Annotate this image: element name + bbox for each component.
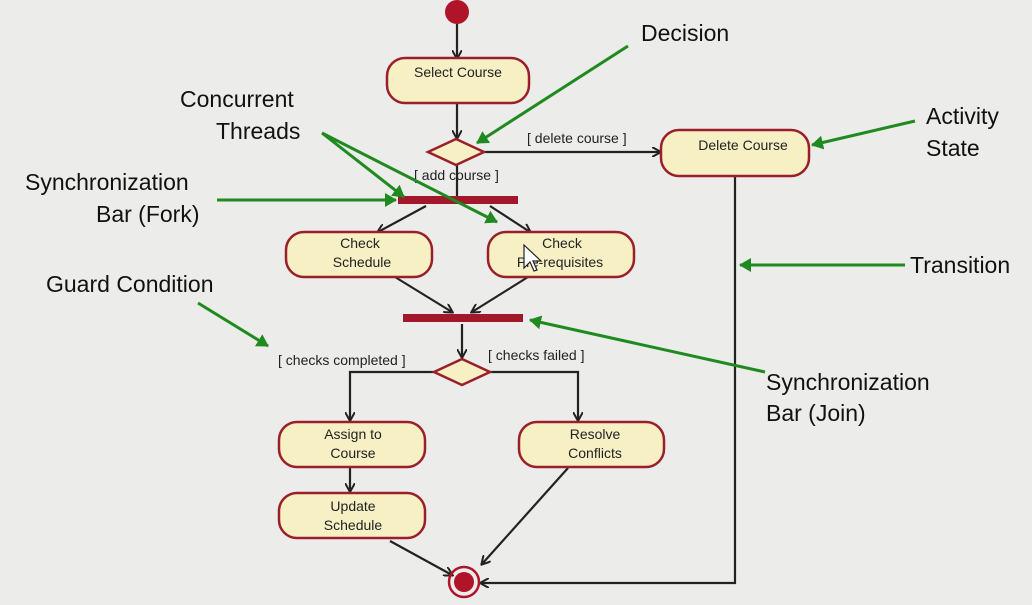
state-label-line: Update [330, 498, 375, 514]
callout-decision: Decision [641, 20, 729, 46]
callout-sync-join-line1: Synchronization [766, 369, 930, 395]
decision-diamond-checks [431, 357, 493, 387]
state-delete-course: Delete Course [659, 128, 811, 178]
mouse-cursor-icon [523, 243, 543, 272]
state-assign-to-course: Assign to Course [277, 420, 427, 469]
transition-update-to-end [389, 540, 452, 575]
transition-check-prereq-to-join [472, 276, 529, 312]
transition-check-schedule-to-join [394, 276, 452, 312]
callout-arrow-activity-state [811, 119, 916, 150]
state-label-line: Assign to [324, 426, 382, 442]
callout-arrow-join [529, 315, 766, 374]
initial-node [445, 0, 469, 24]
callout-arrow-concurrent-2 [321, 131, 498, 224]
callout-activity-state-line2: State [926, 135, 980, 161]
guard-checks-completed: [ checks completed ] [278, 352, 406, 368]
transition-resolve-to-end [482, 467, 569, 564]
state-label-line: Check [542, 235, 583, 251]
state-select-course: Select Course [385, 56, 531, 105]
state-label-line: Schedule [333, 254, 392, 270]
transition-fork-to-check-prereq [489, 205, 530, 232]
callout-sync-fork-line2: Bar (Fork) [96, 201, 200, 227]
guard-delete-course: [ delete course ] [527, 130, 627, 146]
state-update-schedule: Update Schedule [277, 491, 427, 540]
callout-arrows [197, 44, 916, 374]
callout-transition: Transition [910, 252, 1010, 278]
transition-fork-to-check-schedule [378, 205, 427, 232]
guard-add-course: [ add course ] [414, 167, 499, 183]
transitions [350, 24, 737, 583]
state-check-schedule: Check Schedule [284, 230, 434, 279]
callout-activity-state-line1: Activity [926, 103, 999, 129]
callout-guard-condition: Guard Condition [46, 271, 214, 297]
callout-arrow-concurrent-1 [321, 131, 405, 199]
state-label-line: Select Course [414, 64, 502, 80]
transition-decision-to-assign [350, 370, 434, 420]
state-label-line: Resolve [570, 426, 621, 442]
callout-concurrent-threads-line2: Threads [216, 118, 300, 144]
callout-concurrent-threads-line1: Concurrent [180, 86, 294, 112]
state-label-line: Delete Course [698, 137, 788, 153]
state-check-prerequisites: Check Pre-requisites [486, 230, 636, 279]
transition-decision-to-resolve [490, 370, 578, 420]
callout-arrow-guard [197, 301, 269, 348]
state-label-line: Conflicts [568, 445, 622, 461]
callout-sync-fork-line1: Synchronization [25, 169, 189, 195]
final-node [447, 565, 481, 599]
guard-checks-failed: [ checks failed ] [488, 347, 585, 363]
state-resolve-conflicts: Resolve Conflicts [517, 420, 666, 469]
sync-bar-join [403, 314, 523, 322]
transition-delete-to-end [481, 176, 737, 583]
state-label-line: Check [340, 235, 381, 251]
callout-sync-join-line2: Bar (Join) [766, 400, 866, 426]
sync-bar-fork [398, 196, 518, 204]
decision-diamond-top [425, 137, 487, 167]
state-label-line: Schedule [324, 517, 383, 533]
callout-arrow-decision [476, 44, 629, 145]
state-label-line: Course [330, 445, 375, 461]
